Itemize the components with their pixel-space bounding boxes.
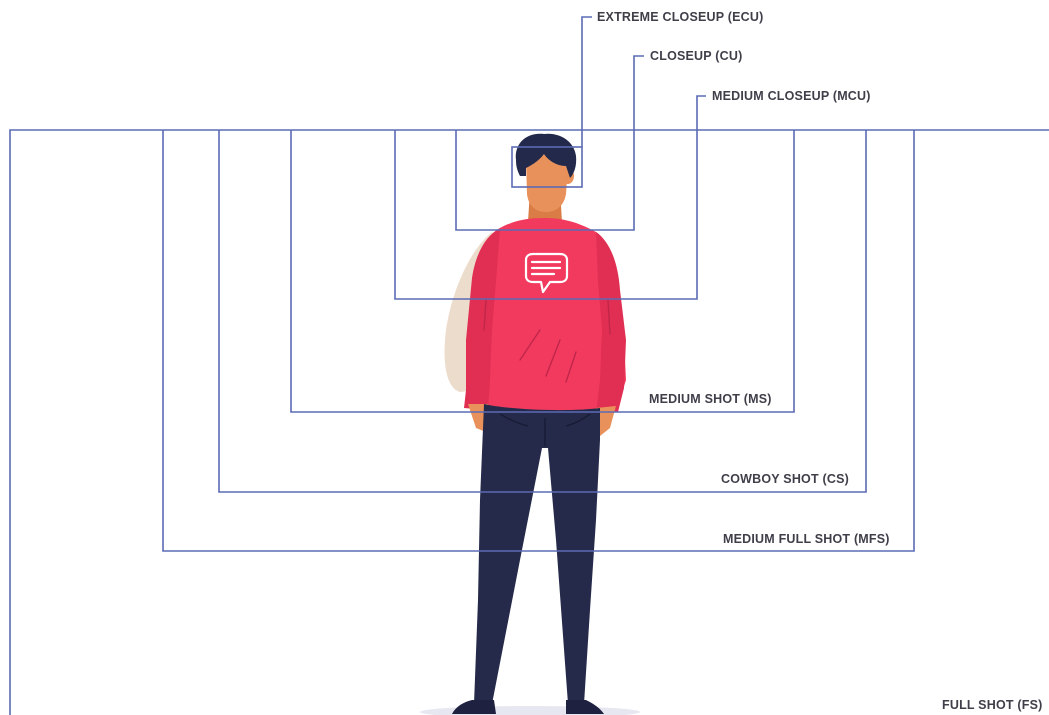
label-full-shot: FULL SHOT (FS) [942, 698, 1042, 712]
label-medium-closeup: MEDIUM CLOSEUP (MCU) [712, 89, 871, 103]
person-illustration [445, 134, 626, 714]
left-shoe [452, 700, 496, 714]
label-medium-full-shot: MEDIUM FULL SHOT (MFS) [723, 532, 890, 546]
right-shoe [566, 700, 604, 714]
frame-extreme-closeup-leader [582, 17, 592, 147]
label-medium-shot: MEDIUM SHOT (MS) [649, 392, 772, 406]
label-cowboy-shot: COWBOY SHOT (CS) [721, 472, 849, 486]
label-extreme-closeup: EXTREME CLOSEUP (ECU) [597, 10, 764, 24]
label-closeup: CLOSEUP (CU) [650, 49, 742, 63]
pants [474, 404, 600, 704]
